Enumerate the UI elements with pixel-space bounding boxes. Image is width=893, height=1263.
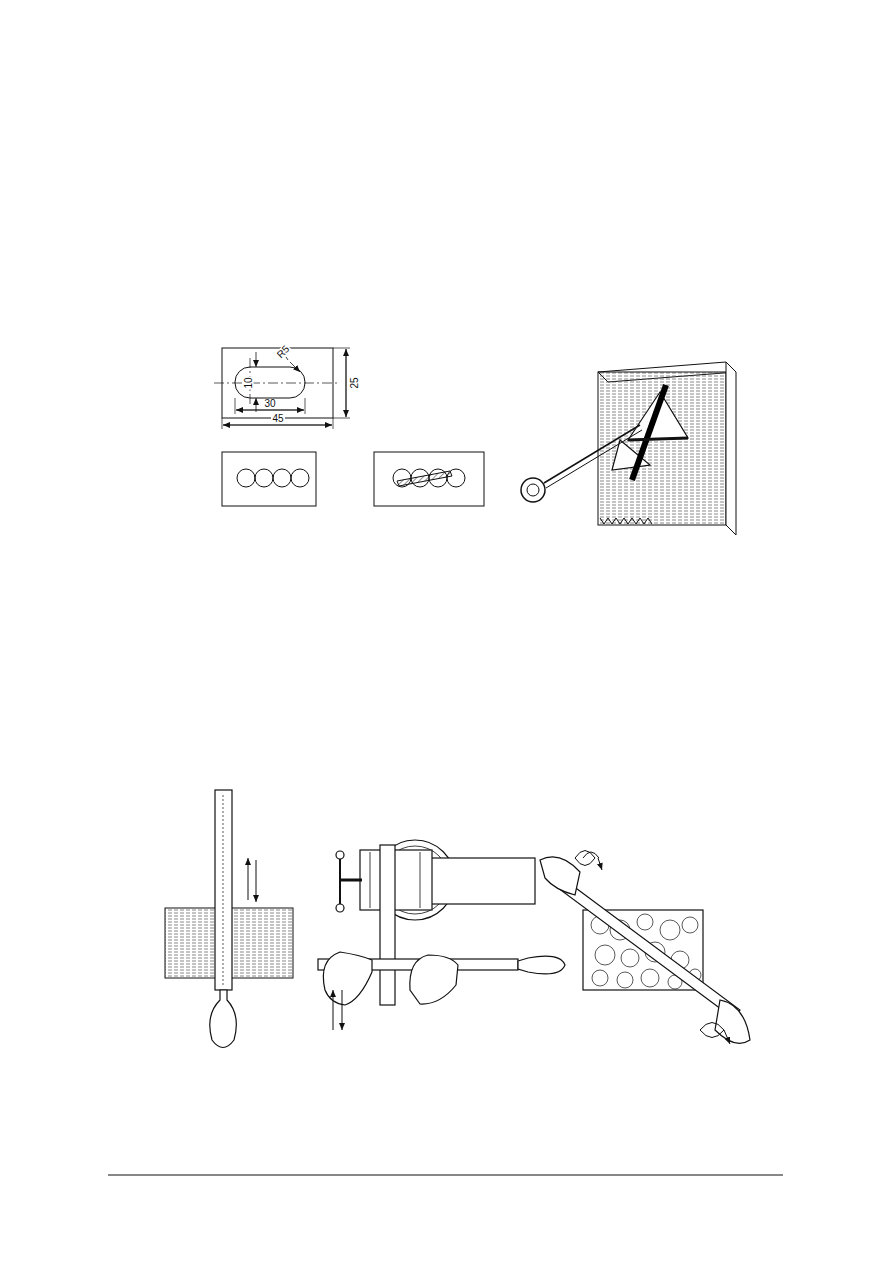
dimension-label: 10	[244, 376, 254, 389]
plate-with-triangle	[521, 362, 736, 535]
file-in-hole	[165, 790, 293, 1048]
vise-filing	[318, 840, 565, 1030]
sawn-plate	[374, 452, 484, 506]
footer-rule	[108, 1175, 783, 1176]
draw-filing	[540, 851, 750, 1045]
dimension-label: 30	[263, 399, 276, 409]
dimension-label: 45	[271, 414, 284, 424]
dimension-label: 25	[350, 376, 360, 389]
drilled-plate	[222, 452, 316, 506]
dimension-label: R5	[274, 343, 292, 361]
